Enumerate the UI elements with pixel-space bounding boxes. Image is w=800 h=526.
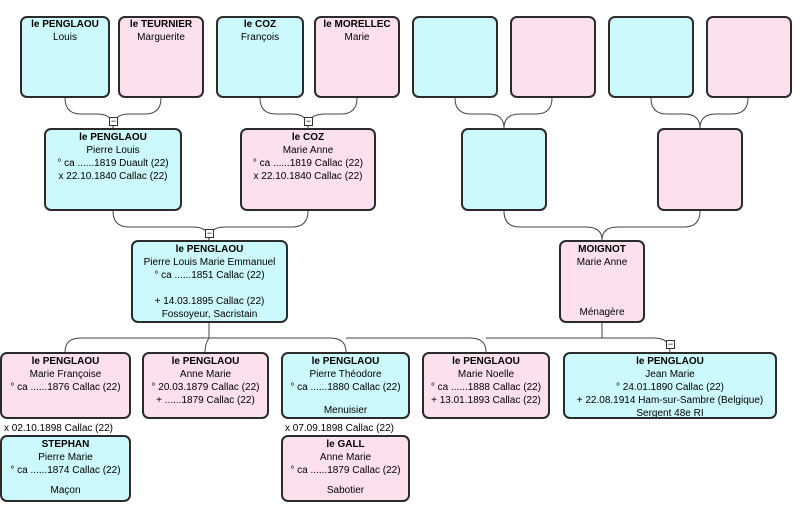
death-info: + 22.08.1914 Ham-sur-Sambre (Belgique) (576, 395, 764, 406)
marriage-label: x 07.09.1898 Callac (22) (285, 423, 394, 434)
person-card-great-grandfather-2[interactable]: le COZ François (216, 16, 304, 98)
surname: le PENGLAOU (452, 356, 520, 367)
occupation: Sabotier (326, 485, 365, 496)
surname: le PENGLAOU (79, 132, 147, 143)
person-card-child[interactable]: le PENGLAOU Anne Marie ° 20.03.1879 Call… (142, 352, 269, 419)
person-card-great-grandfather-1[interactable]: le PENGLAOU Louis (20, 16, 110, 98)
death-info: + ......1879 Callac (22) (156, 395, 255, 406)
empty-person-card[interactable] (706, 16, 792, 98)
collapse-toggle-icon[interactable]: − (205, 228, 214, 238)
given-name: Pierre Louis (86, 145, 140, 156)
occupation: Sergent 48e RI (636, 408, 704, 419)
collapse-toggle-icon[interactable]: − (109, 116, 118, 126)
given-name: Marie Anne (282, 145, 334, 156)
surname: le COZ (291, 132, 325, 143)
given-name: Pierre Théodore (309, 369, 382, 380)
given-name: Anne Marie (179, 369, 232, 380)
surname: le PENGLAOU (175, 244, 244, 255)
birth-info: ° 24.01.1890 Callac (22) (616, 382, 724, 393)
given-name: Marie (344, 32, 370, 43)
death-info: + 13.01.1893 Callac (22) (431, 395, 541, 406)
given-name: Marie Françoise (29, 369, 102, 380)
person-card-child[interactable]: le PENGLAOU Pierre Théodore ° ca ......1… (281, 352, 410, 419)
person-card-great-grandmother-1[interactable]: le TEURNIER Marguerite (118, 16, 204, 98)
person-card-grandmother[interactable]: le COZ Marie Anne ° ca ......1819 Callac… (240, 128, 376, 211)
surname: le MORELLEC (323, 19, 391, 30)
surname: le COZ (243, 19, 277, 30)
occupation: Menuisier (323, 405, 368, 416)
empty-person-card[interactable] (461, 128, 547, 211)
surname: STEPHAN (41, 439, 90, 450)
surname: le TEURNIER (129, 19, 193, 30)
collapse-toggle-icon[interactable]: − (666, 339, 675, 349)
birth-info: ° ca ......1851 Callac (22) (154, 270, 265, 281)
occupation: Fossoyeur, Sacristain (161, 309, 258, 320)
birth-info: ° ca ......1879 Callac (22) (290, 465, 401, 476)
birth-info: ° ca ......1874 Callac (22) (10, 465, 121, 476)
birth-info: ° ca ......1880 Callac (22) (290, 382, 401, 393)
person-card-spouse[interactable]: le GALL Anne Marie ° ca ......1879 Calla… (281, 435, 410, 502)
surname: le PENGLAOU (636, 356, 704, 367)
empty-person-card[interactable] (657, 128, 743, 211)
empty-person-card[interactable] (412, 16, 498, 98)
marriage-info: x 22.10.1840 Callac (22) (253, 171, 363, 182)
person-card-great-grandmother-2[interactable]: le MORELLEC Marie (314, 16, 400, 98)
person-card-father[interactable]: le PENGLAOU Pierre Louis Marie Emmanuel … (131, 240, 288, 323)
given-name: Louis (53, 32, 77, 43)
birth-info: ° ca ......1819 Duault (22) (57, 158, 169, 169)
occupation: Ménagère (579, 307, 625, 318)
collapse-toggle-icon[interactable]: − (304, 116, 313, 126)
person-card-grandfather[interactable]: le PENGLAOU Pierre Louis ° ca ......1819… (44, 128, 182, 211)
given-name: Pierre Louis Marie Emmanuel (143, 257, 276, 268)
birth-info: ° ca ......1819 Callac (22) (252, 158, 364, 169)
person-card-child[interactable]: le PENGLAOU Jean Marie ° 24.01.1890 Call… (563, 352, 777, 419)
birth-info: ° ca ......1876 Callac (22) (10, 382, 121, 393)
given-name: Pierre Marie (38, 452, 93, 463)
surname: MOIGNOT (578, 244, 626, 255)
surname: le GALL (326, 439, 365, 450)
surname: le PENGLAOU (171, 356, 240, 367)
empty-person-card[interactable] (510, 16, 596, 98)
person-card-spouse[interactable]: STEPHAN Pierre Marie ° ca ......1874 Cal… (0, 435, 131, 502)
given-name: Marie Anne (576, 257, 628, 268)
surname: le PENGLAOU (31, 19, 99, 30)
marriage-label: x 02.10.1898 Callac (22) (4, 423, 113, 434)
surname: le PENGLAOU (31, 356, 100, 367)
given-name: Anne Marie (319, 452, 372, 463)
given-name: Marguerite (137, 32, 185, 43)
given-name: Marie Noelle (457, 369, 515, 380)
given-name: Jean Marie (645, 369, 695, 380)
given-name: François (240, 32, 280, 43)
surname: le PENGLAOU (311, 356, 380, 367)
marriage-info: x 22.10.1840 Callac (22) (58, 171, 168, 182)
person-card-child[interactable]: le PENGLAOU Marie Françoise ° ca ......1… (0, 352, 131, 419)
birth-info: ° ca ......1888 Callac (22) (430, 382, 542, 393)
empty-person-card[interactable] (608, 16, 694, 98)
person-card-child[interactable]: le PENGLAOU Marie Noelle ° ca ......1888… (422, 352, 550, 419)
occupation: Maçon (50, 485, 81, 496)
birth-info: ° 20.03.1879 Callac (22) (151, 382, 260, 393)
person-card-mother[interactable]: MOIGNOT Marie Anne Ménagère (559, 240, 645, 323)
death-info: + 14.03.1895 Callac (22) (154, 296, 265, 307)
